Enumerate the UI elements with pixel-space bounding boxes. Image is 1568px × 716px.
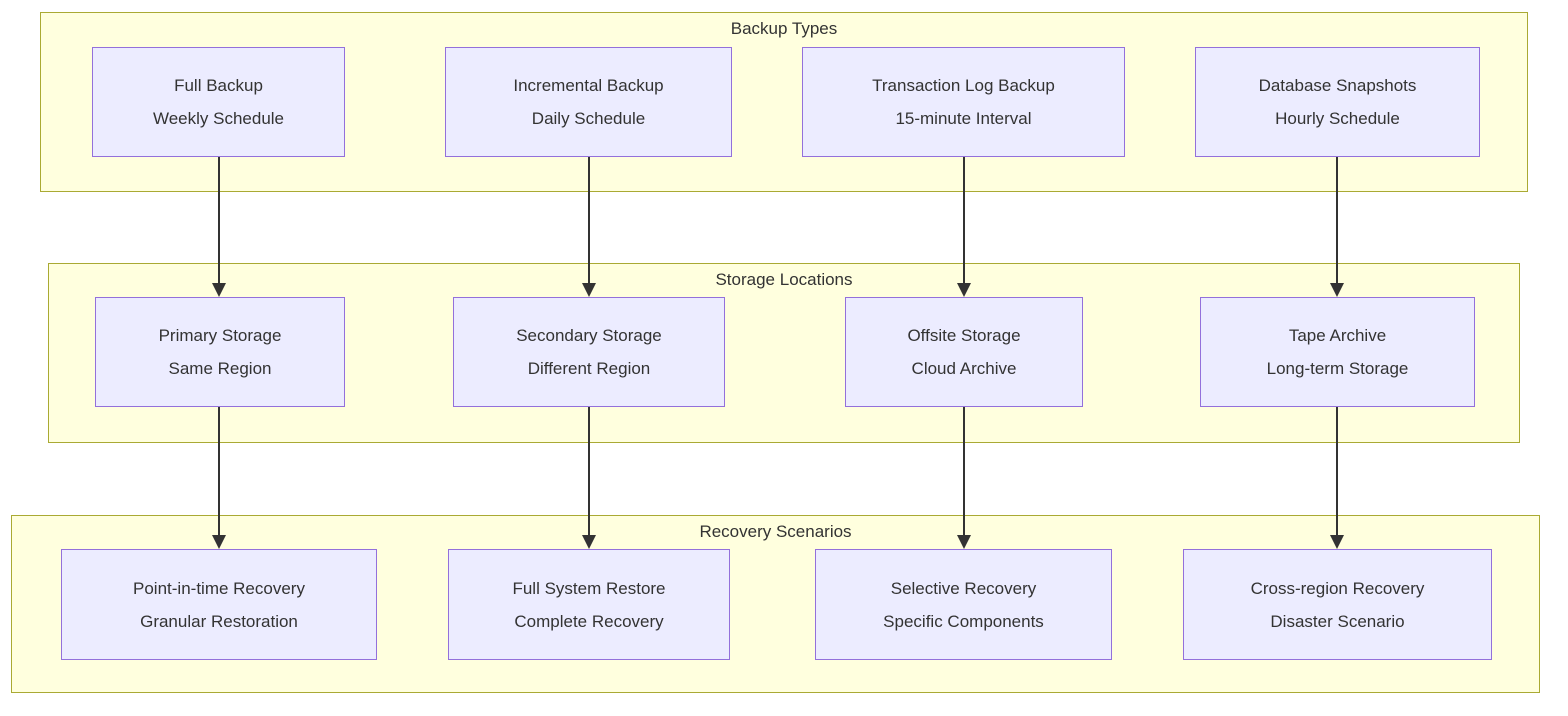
node-label-line: Transaction Log Backup [872, 76, 1055, 95]
node-label-line: Disaster Scenario [1270, 611, 1405, 631]
group-title-backup-types: Backup Types [730, 19, 838, 38]
node-label-line: 15-minute Interval [895, 109, 1032, 128]
edge-incremental-backup-to-secondary-storage [582, 157, 596, 297]
node-database-snapshots: Database Snapshots Hourly Schedule [1195, 47, 1480, 157]
node-label-line: Daily Schedule [531, 109, 646, 128]
node-label-line: Incremental Backup [513, 76, 664, 95]
node-point-in-time-recovery: Point-in-time Recovery Granular Restorat… [61, 549, 377, 660]
edge-full-backup-to-primary-storage [212, 157, 226, 297]
node-transaction-log-backup: Transaction Log Backup 15-minute Interva… [802, 47, 1125, 157]
node-full-system-restore: Full System Restore Complete Recovery [448, 549, 730, 660]
node-full-backup: Full Backup Weekly Schedule [92, 47, 345, 157]
node-label-line: Secondary Storage [516, 326, 662, 345]
node-label-line: Weekly Schedule [152, 109, 285, 128]
node-label-line: Selective Recovery [890, 578, 1037, 598]
node-tape-archive: Tape Archive Long-term Storage [1200, 297, 1475, 407]
node-label-line: Cross-region Recovery [1250, 578, 1425, 598]
edge-secondary-storage-to-full-system-restore [582, 407, 596, 549]
node-primary-storage: Primary Storage Same Region [95, 297, 345, 407]
node-label-line: Long-term Storage [1266, 359, 1409, 378]
node-selective-recovery: Selective Recovery Specific Components [815, 549, 1112, 660]
node-label-line: Offsite Storage [907, 326, 1021, 345]
node-cross-region-recovery: Cross-region Recovery Disaster Scenario [1183, 549, 1492, 660]
node-label-line: Point-in-time Recovery [133, 578, 305, 598]
edge-tape-archive-to-cross-region-recovery [1330, 407, 1344, 549]
node-label-line: Hourly Schedule [1275, 109, 1400, 128]
node-secondary-storage: Secondary Storage Different Region [453, 297, 725, 407]
edge-database-snapshots-to-tape-archive [1330, 157, 1344, 297]
node-incremental-backup: Incremental Backup Daily Schedule [445, 47, 732, 157]
node-offsite-storage: Offsite Storage Cloud Archive [845, 297, 1083, 407]
edge-transaction-log-backup-to-offsite-storage [957, 157, 971, 297]
node-label-line: Primary Storage [158, 326, 282, 345]
node-label-line: Same Region [168, 359, 272, 378]
node-label-line: Complete Recovery [514, 611, 664, 631]
node-label-line: Full System Restore [512, 578, 666, 598]
edge-primary-storage-to-point-in-time-recovery [212, 407, 226, 549]
group-title-storage-locations: Storage Locations [715, 270, 853, 289]
edge-offsite-storage-to-selective-recovery [957, 407, 971, 549]
node-label-line: Different Region [527, 359, 651, 378]
node-label-line: Specific Components [883, 611, 1044, 631]
node-label-line: Granular Restoration [140, 611, 298, 631]
node-label-line: Tape Archive [1288, 326, 1387, 345]
group-title-recovery-scenarios: Recovery Scenarios [699, 522, 852, 541]
node-label-line: Cloud Archive [911, 359, 1017, 378]
node-label-line: Full Backup [174, 76, 263, 95]
node-label-line: Database Snapshots [1258, 76, 1417, 95]
